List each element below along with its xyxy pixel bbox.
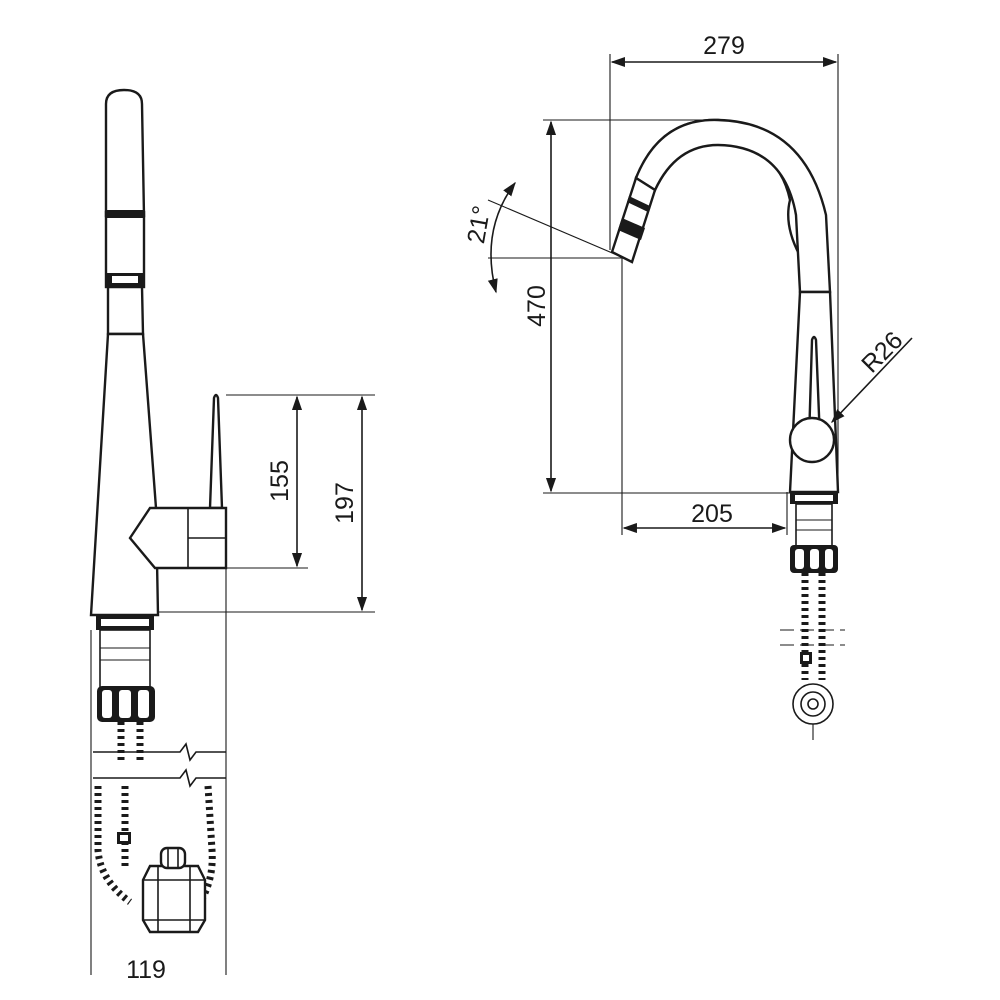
- pull-down-hose: [94, 786, 133, 905]
- dimension-label-119: 119: [126, 956, 166, 984]
- handle-lever: [208, 393, 224, 510]
- spout-neck: [106, 285, 145, 336]
- hose-connector: [159, 846, 187, 870]
- dimension-label-470: 470: [523, 285, 551, 327]
- radius-leader-r26: [831, 337, 913, 424]
- front-view: 279 470 205 21° R26: [462, 32, 913, 740]
- dimension-label-197: 197: [331, 482, 359, 524]
- spray-head-band: [106, 210, 144, 218]
- mounting-nut-front: [790, 545, 838, 573]
- spout-outline: [634, 118, 832, 294]
- radius-label-r26: R26: [856, 326, 908, 378]
- mounting-nut: [97, 686, 155, 722]
- side-view: 155 197 119: [89, 88, 375, 984]
- spray-head-front: [610, 176, 657, 264]
- hose-weight: [141, 864, 207, 934]
- angle-arc-21: [487, 181, 516, 294]
- dimension-label-279: 279: [703, 32, 745, 60]
- hose-coil-end: [792, 683, 834, 725]
- dimension-label-155: 155: [266, 460, 294, 502]
- angle-label-21: 21°: [462, 204, 496, 246]
- faucet-body: [89, 332, 160, 617]
- lever-front: [807, 335, 822, 442]
- handle-knob: [788, 416, 836, 464]
- spray-head: [104, 88, 146, 218]
- dimension-label-205: 205: [691, 500, 733, 528]
